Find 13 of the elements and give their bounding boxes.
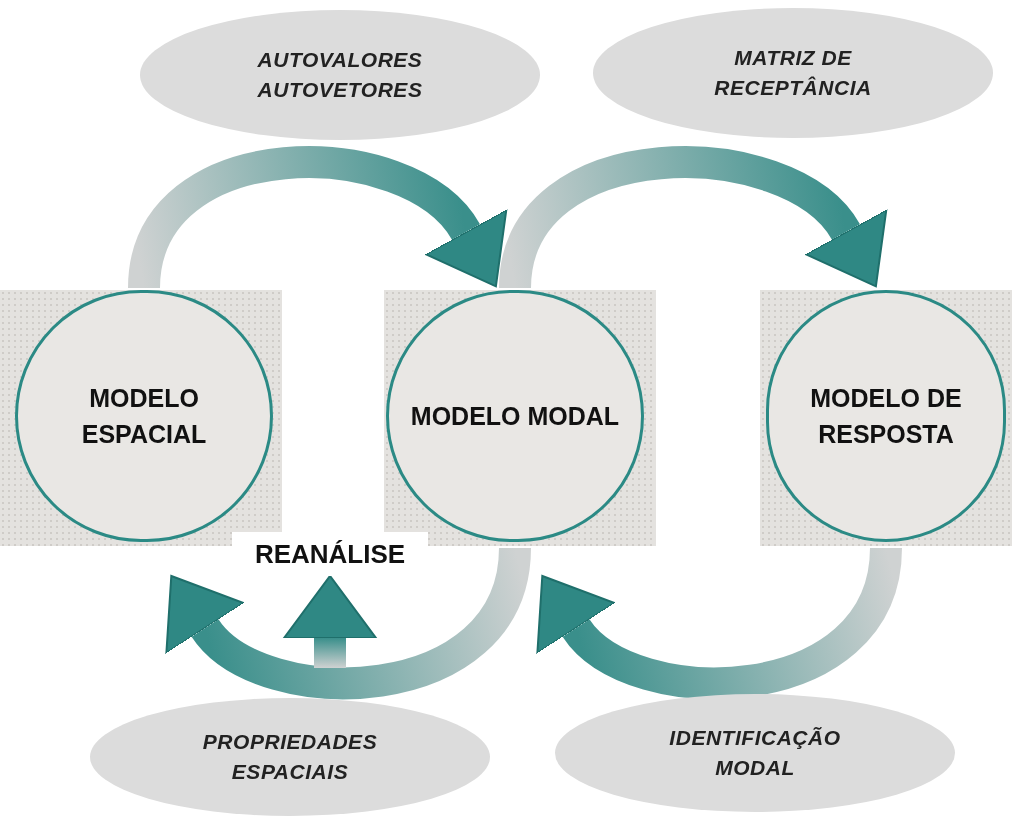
reanalysis-label: REANÁLISE: [232, 532, 428, 576]
curved-arrow: [128, 146, 506, 291]
ellipse-label: AUTOVALORES AUTOVETORES: [256, 47, 424, 103]
ellipse-label: MATRIZ DE RECEPTÂNCIA: [713, 45, 873, 101]
circle-label: MODELO DE RESPOSTA: [809, 383, 963, 450]
circle-label: MODELO MODAL: [409, 401, 621, 432]
curved-arrow: [162, 545, 531, 700]
curved-arrow: [533, 545, 902, 700]
circle-label: MODELO ESPACIAL: [80, 383, 208, 450]
curved-arrow: [499, 146, 886, 291]
ellipse-label: IDENTIFICAÇÃO MODAL: [668, 725, 842, 781]
curved-arrow: [283, 575, 377, 668]
ellipse-label: PROPRIEDADES ESPACIAIS: [201, 729, 379, 785]
